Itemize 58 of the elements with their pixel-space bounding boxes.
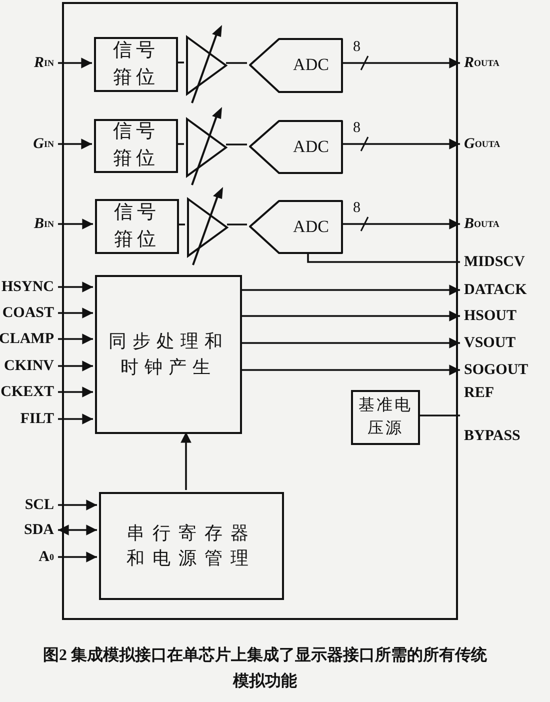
block-box: 基准电压源 [351, 390, 420, 445]
arrow [180, 432, 192, 490]
signal-label: SOGOUT [460, 360, 545, 380]
arrow [58, 552, 97, 562]
line [226, 144, 247, 146]
signal-label: FILT [0, 409, 58, 429]
arrow [240, 310, 460, 322]
block-box: 串行寄存器和电源管理 [99, 492, 284, 600]
signal-label: SCL [0, 495, 58, 515]
line [176, 62, 184, 64]
arrow [58, 308, 93, 318]
block-box: 信号箝位 [94, 119, 178, 173]
line [418, 414, 460, 416]
line [176, 143, 184, 145]
block-box: 同步处理和时钟产生 [95, 275, 242, 434]
signal-label: MIDSCV [460, 252, 545, 272]
arrow [58, 138, 92, 150]
arrow [58, 334, 93, 344]
signal-label: HSYNC [0, 277, 58, 297]
arrow [58, 386, 93, 398]
arrow [341, 218, 460, 230]
signal-label: SDA [0, 520, 58, 540]
arrow [58, 414, 93, 424]
edge-label: 8 [353, 39, 360, 55]
line [307, 252, 460, 263]
signal-label: CKINV [0, 356, 58, 376]
arrow [341, 58, 460, 68]
arrow [240, 364, 460, 376]
signal-label: HSOUT [460, 306, 545, 326]
arrow [58, 524, 97, 536]
arrow [341, 138, 460, 150]
amplifier-symbol [186, 24, 228, 104]
caption: 图2 集成模拟接口在单芯片上集成了显示器接口所需的所有传统模拟功能 [42, 645, 488, 692]
arrow [58, 360, 93, 372]
line [227, 224, 247, 226]
signal-label: CKEXT [0, 382, 58, 402]
amplifier-symbol [187, 186, 229, 266]
line [177, 224, 185, 226]
signal-label: COAST [0, 303, 58, 323]
signal-label: CLAMP [0, 329, 58, 349]
signal-label: VSOUT [460, 333, 545, 353]
arrow [58, 500, 97, 510]
edge-label: 8 [353, 120, 360, 136]
arrow [58, 218, 93, 230]
line [226, 62, 247, 64]
chip-box [62, 2, 458, 620]
edge-label: 8 [353, 200, 360, 216]
block-box: 信号箝位 [94, 37, 178, 92]
arrow [58, 282, 93, 292]
adc-block: ADC [249, 119, 343, 174]
arrow [240, 338, 460, 348]
block-box: 信号箝位 [95, 199, 179, 254]
arrow [240, 284, 460, 296]
arrow [58, 58, 92, 68]
adc-block: ADC [249, 37, 343, 93]
signal-label: DATACK [460, 280, 545, 300]
amplifier-symbol [186, 106, 228, 186]
adc-block: ADC [249, 199, 343, 254]
